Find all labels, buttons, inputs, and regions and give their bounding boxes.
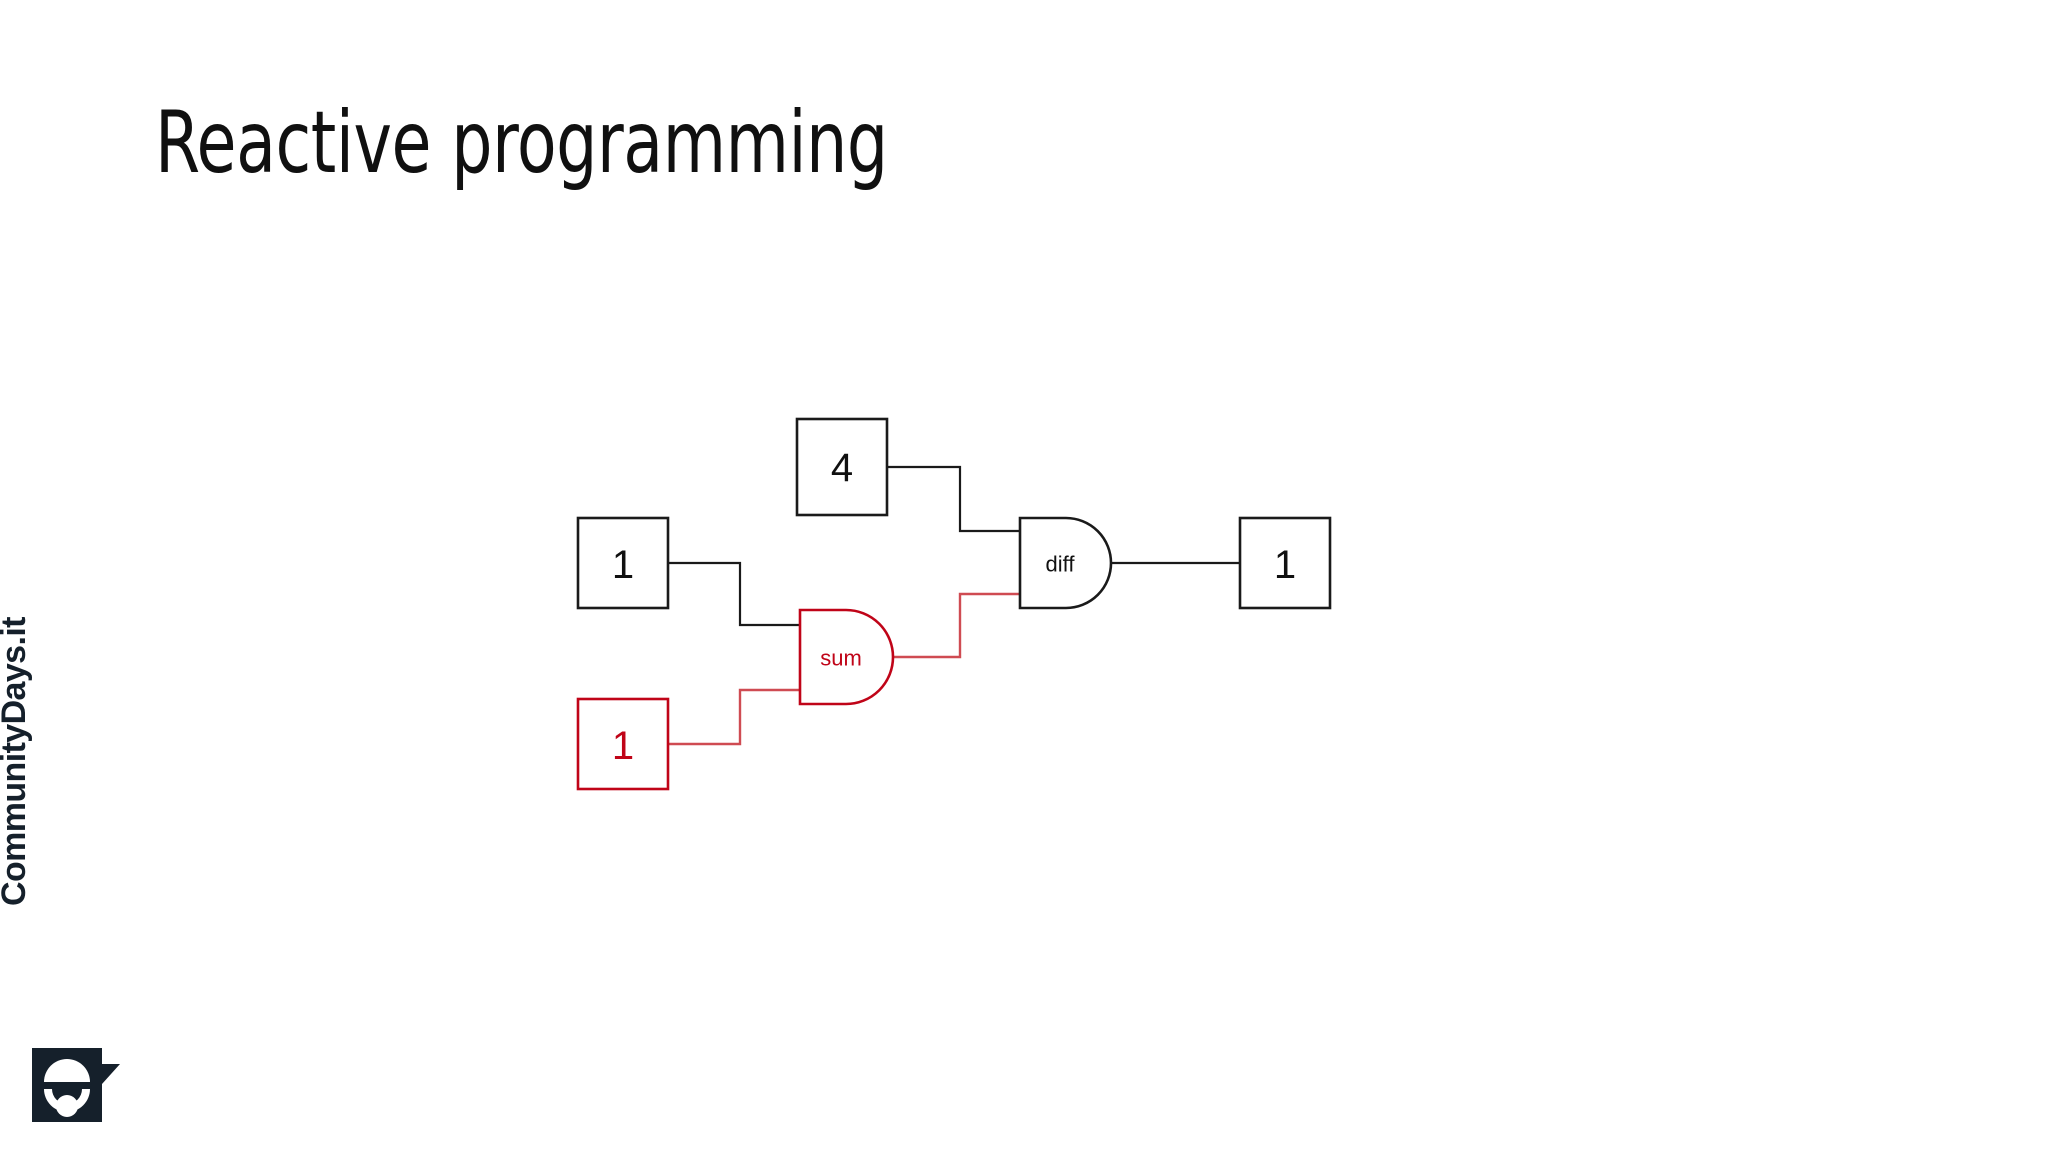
value-box-outline xyxy=(576,516,670,610)
communitydays-logo-icon xyxy=(32,1048,120,1122)
edge-input-a-to-sum xyxy=(668,561,800,627)
value-box-label: 1 xyxy=(612,543,634,587)
and-gate-outline xyxy=(1018,516,1113,610)
logo-dome-shape xyxy=(44,1059,90,1082)
wire-layer xyxy=(668,465,1240,746)
node-gate-sum[interactable]: sum xyxy=(798,608,895,706)
value-box-outline xyxy=(795,417,889,517)
node-output[interactable]: 1 xyxy=(1238,516,1332,610)
edge-sum-to-diff xyxy=(892,592,1020,659)
node-input-b[interactable]: 4 xyxy=(795,417,889,517)
page-title: Reactive programming xyxy=(155,93,888,193)
edge-input-b-to-diff xyxy=(887,465,1020,533)
gate-label: sum xyxy=(820,646,862,671)
value-box-outline xyxy=(1238,516,1332,610)
value-box-label: 1 xyxy=(612,724,634,768)
and-gate-outline xyxy=(798,608,895,706)
logo-head-circle xyxy=(56,1095,78,1117)
node-input-a[interactable]: 1 xyxy=(576,516,670,610)
node-gate-diff[interactable]: diff xyxy=(1018,516,1113,610)
logo-bowl-shape xyxy=(44,1089,90,1112)
value-box-label: 4 xyxy=(831,446,853,490)
value-box-outline xyxy=(576,697,670,791)
gate-label: diff xyxy=(1046,552,1076,577)
brand-wordmark: CommunityDays.it xyxy=(0,617,33,906)
edge-input-c-to-sum xyxy=(668,688,800,746)
node-input-c[interactable]: 1 xyxy=(576,697,670,791)
value-box-label: 1 xyxy=(1274,543,1296,587)
